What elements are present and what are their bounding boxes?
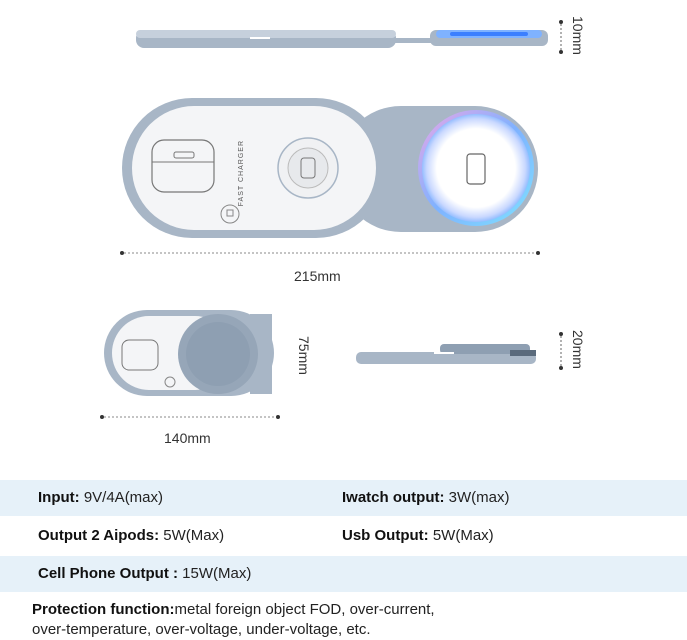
side-view-folded bbox=[356, 344, 536, 364]
charger-folded-view bbox=[104, 310, 274, 396]
iwatch-spec: Iwatch output: 3W(max) bbox=[342, 489, 510, 506]
input-spec: Input: 9V/4A(max) bbox=[38, 489, 164, 506]
spec-row-2: Output 2 Aipods: 5W(Max) Usb Output: 5W(… bbox=[0, 518, 687, 554]
height-top-label: 10mm bbox=[570, 16, 586, 55]
charger-top-view bbox=[122, 98, 538, 238]
height-folded-label: 20mm bbox=[570, 330, 586, 369]
spec-row-3: Cell Phone Output : 15W(Max) bbox=[0, 556, 687, 592]
usb-spec: Usb Output: 5W(Max) bbox=[342, 527, 494, 544]
side-view-top bbox=[136, 30, 548, 48]
airpods-spec: Output 2 Aipods: 5W(Max) bbox=[38, 527, 225, 544]
depth-label: 75mm bbox=[296, 336, 312, 375]
length-dim-line bbox=[120, 251, 540, 255]
phone-spec: Cell Phone Output : 15W(Max) bbox=[38, 565, 252, 582]
protection-text: Protection function:metal foreign object… bbox=[32, 601, 435, 638]
width-folded-label: 140mm bbox=[164, 430, 211, 446]
height-top-marker bbox=[559, 20, 563, 54]
length-label: 215mm bbox=[294, 268, 341, 284]
height-folded-marker bbox=[559, 332, 563, 370]
fast-charger-label: FAST CHARGER bbox=[238, 140, 245, 207]
width-dim-line bbox=[100, 415, 280, 419]
spec-row-1: Input: 9V/4A(max) Iwatch output: 3W(max) bbox=[0, 480, 687, 516]
